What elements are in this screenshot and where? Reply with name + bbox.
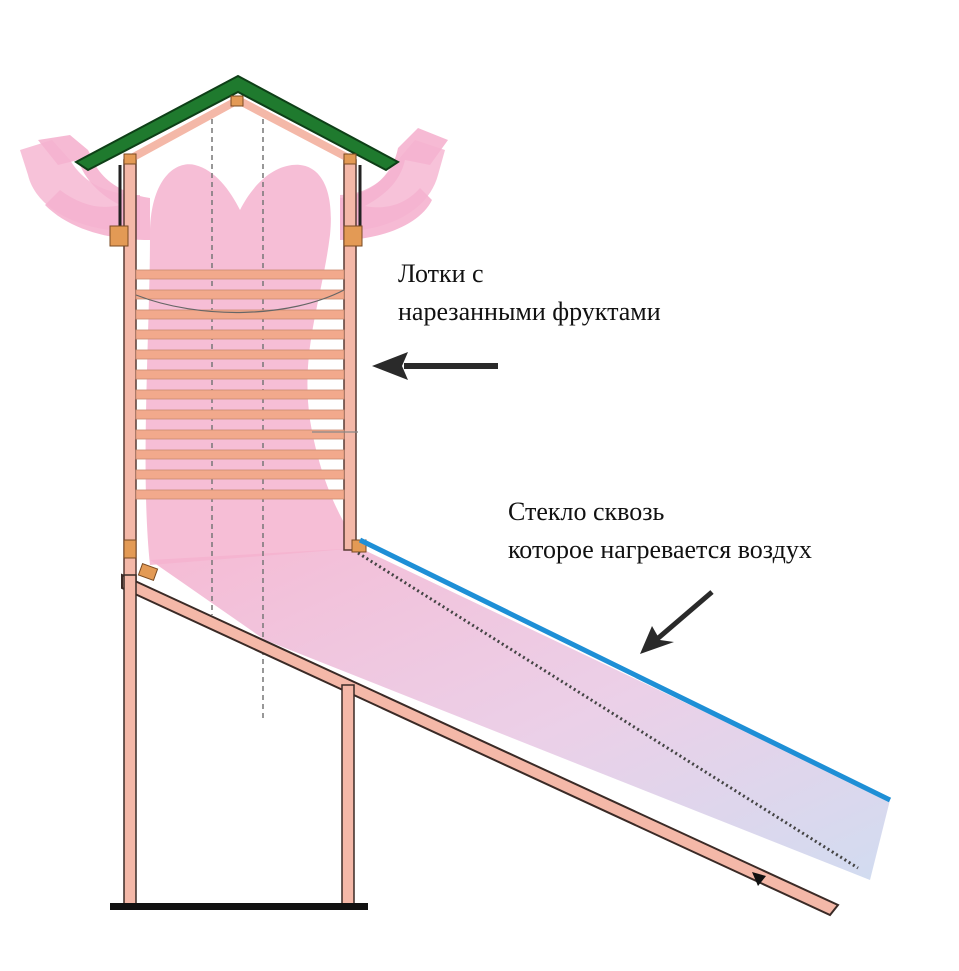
bracket bbox=[343, 153, 357, 165]
leg-left bbox=[123, 574, 137, 906]
bracket bbox=[123, 539, 137, 559]
glass-label: Стекло сквозь которое нагревается воздух bbox=[508, 493, 812, 569]
bracket bbox=[137, 562, 159, 582]
tray bbox=[135, 329, 345, 340]
roof bbox=[74, 74, 400, 172]
trays-label: Лотки с нарезанными фруктами bbox=[398, 255, 661, 331]
trays-label-line2: нарезанными фруктами bbox=[398, 297, 661, 326]
absorber-plate bbox=[357, 551, 859, 870]
airflow-plume-left bbox=[20, 140, 140, 230]
tray bbox=[135, 409, 345, 420]
leg-right bbox=[341, 684, 355, 906]
tray bbox=[135, 269, 345, 280]
tray bbox=[135, 469, 345, 480]
fruit-trays bbox=[135, 269, 345, 500]
bracket bbox=[230, 95, 244, 107]
legs bbox=[123, 574, 355, 906]
airflow bbox=[20, 128, 890, 880]
ground-line bbox=[110, 903, 368, 910]
tray-handle-curve bbox=[135, 289, 345, 314]
brackets bbox=[109, 95, 367, 582]
airflow-direction-marker bbox=[752, 872, 766, 886]
airflow-collector bbox=[150, 548, 890, 880]
bracket bbox=[343, 225, 363, 247]
airflow-plume-right bbox=[340, 140, 445, 230]
glass-cover bbox=[358, 537, 892, 803]
tray bbox=[135, 449, 345, 460]
tower-wall-right bbox=[343, 159, 357, 551]
trays-label-line1: Лотки с bbox=[398, 259, 484, 288]
tray bbox=[135, 429, 345, 440]
tray bbox=[135, 289, 345, 300]
bracket bbox=[109, 225, 129, 247]
bracket bbox=[123, 153, 137, 165]
arrow-left-icon bbox=[372, 352, 498, 380]
glass-label-line2: которое нагревается воздух bbox=[508, 535, 812, 564]
collector-base bbox=[121, 573, 840, 917]
tray bbox=[135, 389, 345, 400]
tray-rails bbox=[211, 110, 264, 720]
airflow-tower bbox=[145, 164, 360, 565]
glass-label-line1: Стекло сквозь bbox=[508, 497, 665, 526]
tray bbox=[135, 369, 345, 380]
tray bbox=[135, 349, 345, 360]
arrow-down-left-icon bbox=[640, 590, 714, 654]
tower-wall-left bbox=[123, 159, 137, 581]
tray bbox=[135, 489, 345, 500]
tray bbox=[135, 309, 345, 320]
